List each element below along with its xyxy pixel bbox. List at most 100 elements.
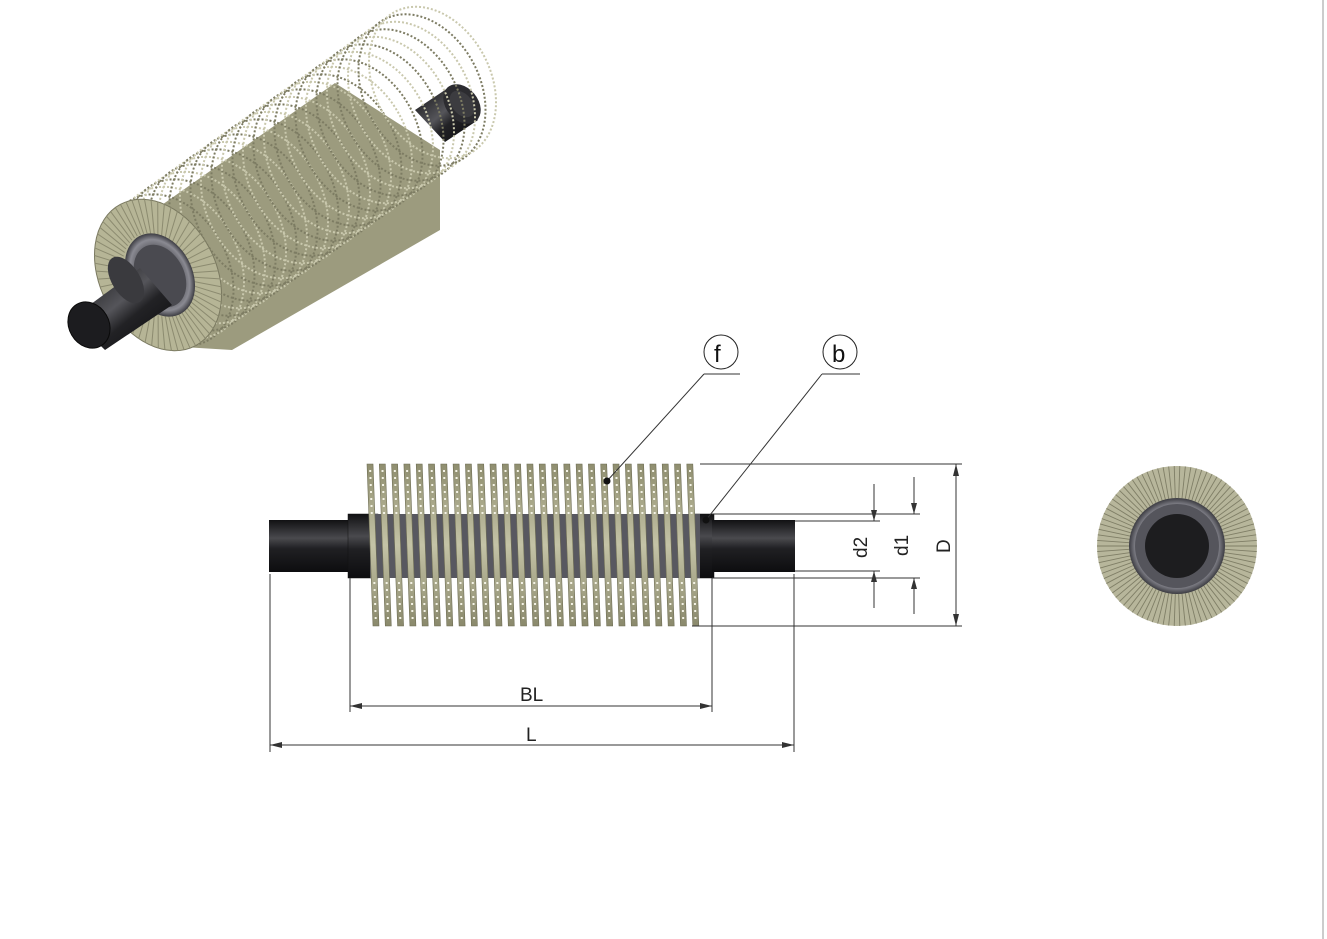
fin-serration [542, 491, 545, 493]
fin-serration [594, 582, 597, 584]
fin-serration [644, 603, 647, 605]
fin-serration [615, 477, 618, 479]
fin-serration [472, 596, 475, 598]
iso-disc-ray [120, 204, 138, 237]
fin-serration [419, 498, 422, 500]
fin-serration [447, 589, 450, 591]
iso-fin-ring [273, 73, 403, 227]
iso-disc-ray [189, 262, 217, 269]
fin-serration [627, 477, 630, 479]
end-fin-ray [1099, 523, 1131, 534]
end-fin-ray [1181, 466, 1186, 499]
end-fin-ray [1099, 558, 1131, 569]
side-fin [563, 463, 577, 627]
fin-serration [583, 603, 586, 605]
fin-serration [399, 610, 402, 612]
dim-label-bl: BL [520, 685, 543, 706]
fin-serration [644, 596, 647, 598]
fin-serration [522, 617, 525, 619]
iso-disc-ray [99, 227, 127, 250]
dimension-lines [269, 463, 962, 752]
fin-serration [480, 477, 483, 479]
fin-serration [460, 603, 463, 605]
side-view [269, 463, 795, 627]
fin-serration [566, 470, 569, 472]
end-fin-ray [1221, 561, 1253, 574]
fin-serration [493, 498, 496, 500]
fin-serration [665, 512, 668, 514]
fin-serration [690, 505, 693, 507]
fin-serration [493, 512, 496, 514]
fin-serration [558, 610, 561, 612]
fin-serration [677, 498, 680, 500]
side-fin [440, 463, 454, 627]
iso-disc-ray [164, 316, 172, 351]
fin-serration [383, 512, 386, 514]
iso-disc-ray [144, 199, 152, 234]
fin-serration [530, 512, 533, 514]
fin-serration [652, 470, 655, 472]
end-fin-ray [1115, 576, 1141, 598]
side-fin [452, 463, 466, 627]
fin-serration [423, 617, 426, 619]
fin-serration [689, 477, 692, 479]
side-fin [489, 463, 503, 627]
fin-serration [484, 603, 487, 605]
fin-serration [509, 610, 512, 612]
fin-serration [567, 498, 570, 500]
fin-serration [399, 617, 402, 619]
fin-serration [578, 470, 581, 472]
iso-disc-ray [192, 276, 221, 280]
fin-serration [444, 512, 447, 514]
end-fin-ray [1208, 581, 1231, 606]
fin-serration [394, 477, 397, 479]
fin-serration [517, 477, 520, 479]
iso-disc-ray [171, 215, 185, 243]
fin-serration [676, 470, 679, 472]
iso-fin-ring [304, 50, 435, 205]
end-fin-ray [1223, 528, 1256, 537]
iso-disc-ray [186, 247, 210, 261]
fin-serration [398, 589, 401, 591]
iso-disc-ray [137, 199, 148, 234]
fin-serration [520, 582, 523, 584]
fin-serration [484, 596, 487, 598]
fin-serration [497, 603, 500, 605]
fin-serration [640, 498, 643, 500]
fin-serration [418, 477, 421, 479]
end-fin-ray [1217, 571, 1246, 589]
end-fin-ray [1217, 503, 1246, 521]
fin-serration [430, 470, 433, 472]
fin-serration [640, 477, 643, 479]
iso-disc-ray [174, 221, 190, 246]
end-fin-ray [1224, 539, 1257, 544]
end-fin-ray [1223, 558, 1255, 569]
fin-serration [639, 470, 642, 472]
fin-serration [628, 484, 631, 486]
end-fin-ray [1098, 528, 1131, 537]
fin-serration [496, 589, 499, 591]
fin-serration [469, 512, 472, 514]
fin-serration [607, 582, 610, 584]
fin-serration [472, 610, 475, 612]
fin-serration [657, 617, 660, 619]
end-fin-ray [1141, 473, 1157, 504]
isometric-view [67, 5, 498, 352]
fin-serration [485, 617, 488, 619]
iso-fin-ring [199, 125, 330, 280]
end-fin-ray [1178, 466, 1181, 499]
side-fin [514, 463, 527, 627]
fin-serration [656, 582, 659, 584]
fin-serration [468, 491, 471, 493]
iso-disc-ray [131, 200, 145, 235]
fin-serration [455, 484, 458, 486]
fin-serration [664, 470, 667, 472]
fin-serration [419, 512, 422, 514]
fin-serration [595, 596, 598, 598]
fin-serration [645, 617, 648, 619]
fin-serration [432, 512, 435, 514]
fin-serration [570, 603, 573, 605]
fin-serration [522, 610, 525, 612]
fin-serration [423, 603, 426, 605]
end-fin-ray [1168, 593, 1173, 626]
